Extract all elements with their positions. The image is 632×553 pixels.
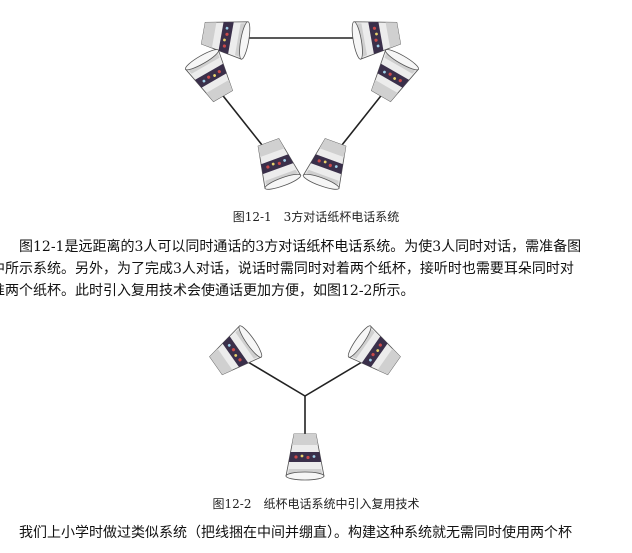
string-branch-right xyxy=(304,361,363,397)
paragraph-2-line-1: 我们上小学时做过类似系统（把线捆在中间并绷直）。构建这种系统就无需同时使用两个杯 xyxy=(19,525,572,541)
paragraph-2: 我们上小学时做过类似系统（把线捆在中间并绷直）。构建这种系统就无需同时使用两个杯 xyxy=(0,522,632,544)
paper-cup-icon xyxy=(285,433,325,481)
string-left xyxy=(219,91,267,151)
figure-1-caption: 图12-1 3方对话纸杯电话系统 xyxy=(232,210,400,224)
string-right xyxy=(337,91,385,151)
paragraph-1: 图12-1是远距离的3人可以同时通话的3方对话纸杯电话系统。为使3人同时对话，需… xyxy=(0,236,632,258)
paragraph-1-cont: 中所示系统。另外，为了完成3人对话，说话时需同时对着两个纸杯，接听时也需要耳朵同… xyxy=(0,258,632,302)
string-branch-left xyxy=(247,361,306,397)
figure-12-1 xyxy=(183,13,421,193)
paper-cup-icon xyxy=(204,323,266,382)
paper-cup-icon xyxy=(364,46,421,107)
paper-cup-icon xyxy=(250,135,303,193)
paper-cup-icon xyxy=(344,323,406,382)
figure-2-caption: 图12-2 纸杯电话系统中引入复用技术 xyxy=(212,497,420,511)
paragraph-1-line-1: 图12-1是远距离的3人可以同时通话的3方对话纸杯电话系统。为使3人同时对话，需… xyxy=(19,239,582,255)
paper-cup-icon xyxy=(301,135,354,193)
paragraph-1-line-2: 中所示系统。另外，为了完成3人对话，说话时需同时对着两个纸杯，接听时也需要耳朵同… xyxy=(0,261,574,277)
paragraph-1-line-3: 准两个纸杯。此时引入复用技术会使通话更加方便，如图12-2所示。 xyxy=(0,283,415,299)
